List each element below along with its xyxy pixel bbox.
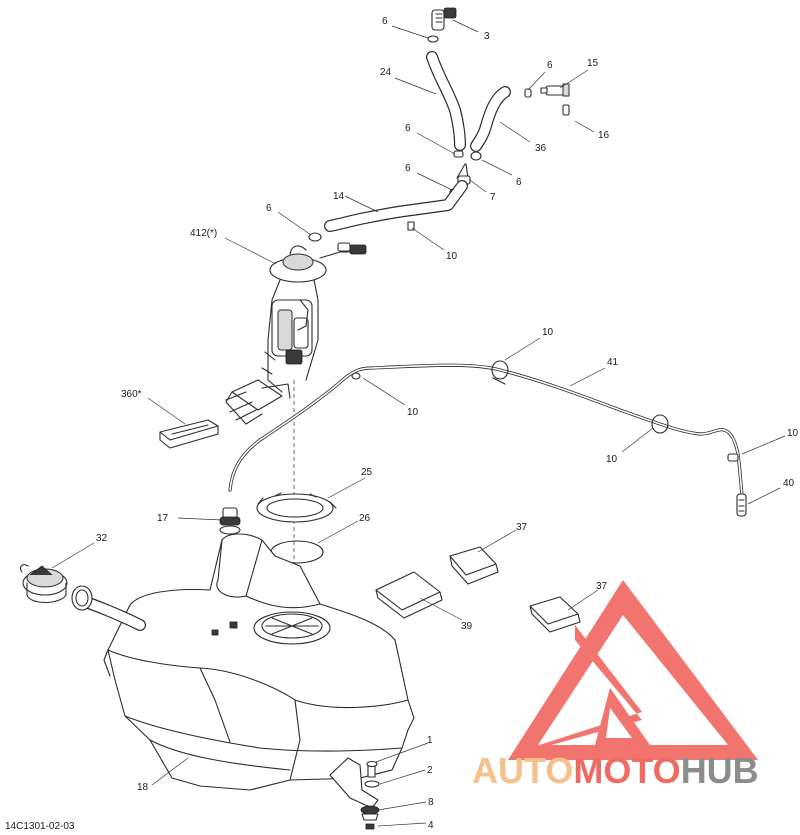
clamp-10-center bbox=[491, 360, 509, 385]
clamp-6-top bbox=[427, 35, 439, 43]
fuel-line-14 bbox=[324, 180, 468, 232]
callout-7: 7 bbox=[490, 192, 496, 203]
clamp-10-left bbox=[351, 372, 361, 380]
mounting-bracket bbox=[329, 757, 379, 809]
diagram-code: 14C1301-02-03 bbox=[5, 821, 75, 832]
pad-39 bbox=[375, 571, 443, 619]
callout-6: 6 bbox=[266, 203, 272, 214]
callout-2: 2 bbox=[427, 765, 433, 776]
callout-4: 4 bbox=[428, 820, 434, 831]
callout-6: 6 bbox=[405, 123, 411, 134]
fitting-16 bbox=[562, 104, 570, 116]
callout-37: 37 bbox=[596, 581, 608, 592]
leader-lines bbox=[51, 19, 786, 827]
vent-hose-24 bbox=[426, 51, 466, 151]
clamp-10-end bbox=[727, 453, 739, 462]
vent-filter-40 bbox=[736, 493, 747, 517]
clamp-10-right bbox=[651, 414, 669, 434]
callout-10: 10 bbox=[446, 251, 458, 262]
callout-10: 10 bbox=[787, 428, 799, 439]
callout-3: 3 bbox=[484, 31, 490, 42]
callout-360: 360* bbox=[121, 389, 142, 400]
vent-hose-36 bbox=[470, 86, 511, 152]
callout-36: 36 bbox=[535, 143, 547, 154]
clamp-6-right bbox=[524, 88, 532, 98]
callout-25: 25 bbox=[361, 467, 373, 478]
callout-10: 10 bbox=[606, 454, 618, 465]
callout-labels: 3 6 24 6 15 16 36 6 6 6 7 14 6 10 412(*)… bbox=[96, 16, 799, 831]
callout-10: 10 bbox=[407, 407, 419, 418]
fuel-pump-412 bbox=[225, 242, 367, 425]
callout-17: 17 bbox=[157, 513, 169, 524]
pad-37-a bbox=[449, 546, 499, 585]
callout-6: 6 bbox=[405, 163, 411, 174]
fuel-tank-18 bbox=[103, 533, 415, 791]
callout-6: 6 bbox=[516, 177, 522, 188]
callout-6: 6 bbox=[382, 16, 388, 27]
vent-fitting-3 bbox=[431, 7, 457, 31]
fuel-cap-32 bbox=[19, 564, 68, 604]
callout-6: 6 bbox=[547, 60, 553, 71]
lock-ring-25 bbox=[256, 492, 337, 523]
filler-neck bbox=[71, 585, 146, 631]
vent-line-41 bbox=[228, 363, 744, 497]
rollover-valve-17 bbox=[219, 507, 241, 535]
watermark-text: AUTOMOTOHUB bbox=[472, 750, 759, 791]
callout-18: 18 bbox=[137, 782, 149, 793]
clamp-6-mid bbox=[453, 150, 482, 161]
callout-8: 8 bbox=[428, 797, 434, 808]
callout-37: 37 bbox=[516, 522, 528, 533]
fuel-level-sender-360 bbox=[159, 419, 219, 449]
callout-32: 32 bbox=[96, 533, 108, 544]
callout-10: 10 bbox=[542, 327, 554, 338]
pad-37-b bbox=[529, 596, 581, 633]
watermark-logo bbox=[508, 580, 758, 760]
callout-412: 412(*) bbox=[190, 228, 217, 239]
callout-40: 40 bbox=[783, 478, 795, 489]
clamp-6-pump bbox=[308, 232, 322, 242]
hardware-stack bbox=[360, 760, 380, 830]
callout-24: 24 bbox=[380, 67, 392, 78]
callout-41: 41 bbox=[607, 357, 619, 368]
callout-1: 1 bbox=[427, 735, 433, 746]
callout-39: 39 bbox=[461, 621, 473, 632]
callout-15: 15 bbox=[587, 58, 599, 69]
callout-14: 14 bbox=[333, 191, 345, 202]
callout-26: 26 bbox=[359, 513, 371, 524]
callout-16: 16 bbox=[598, 130, 610, 141]
check-valve-15 bbox=[540, 83, 570, 97]
